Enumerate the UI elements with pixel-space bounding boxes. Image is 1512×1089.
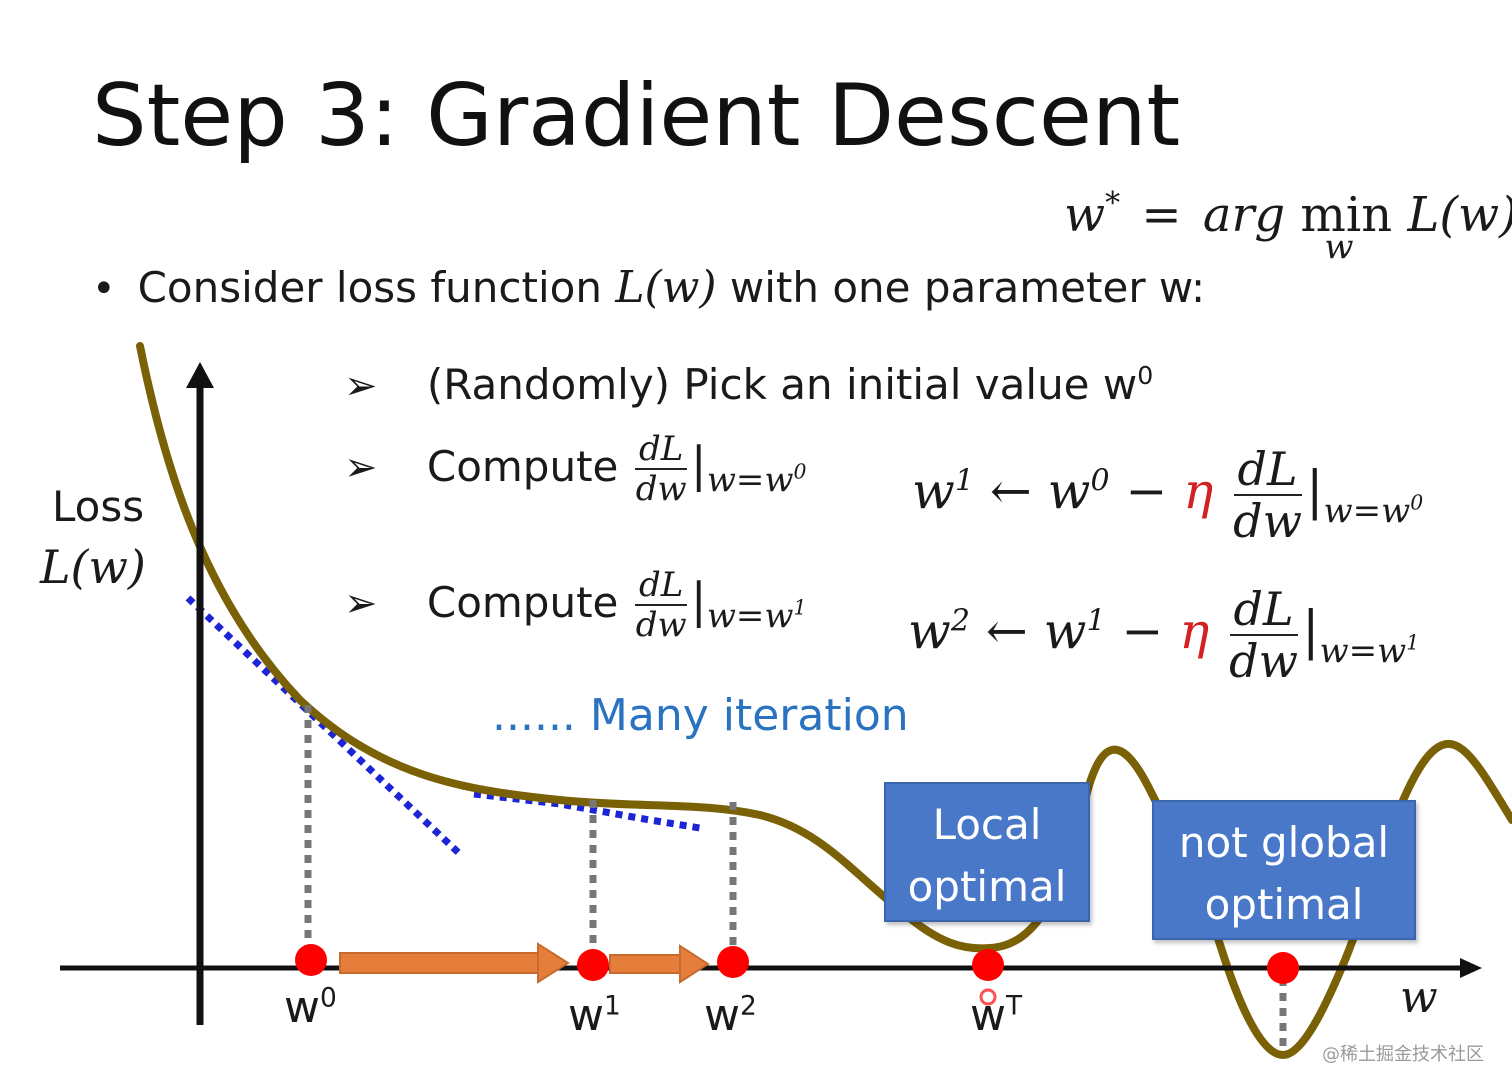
step-2: ➢ Compute dL dw |w=w0: [344, 429, 807, 509]
local-optimal-box: Local optimal: [884, 782, 1090, 922]
label-wT: wT: [970, 990, 1023, 1041]
bullet-dot: •: [92, 266, 116, 312]
point-global-min: [1267, 952, 1299, 984]
objective-min-sub: w: [1324, 227, 1354, 267]
bullet-text-after: with one parameter w:: [729, 263, 1206, 312]
watermark: @稀土掘金技术社区: [1322, 1044, 1484, 1065]
objective-arg: arg: [1202, 187, 1286, 243]
update-equation-1: w1 ← w0 − η dL dw |w=w0: [912, 442, 1424, 548]
step-marker-icon: ➢: [344, 444, 378, 491]
objective-func: L(w): [1407, 187, 1512, 243]
tangent-line-w0: [185, 595, 465, 859]
y-axis-arrowhead: [186, 362, 214, 388]
objective-lhs: w: [1064, 187, 1106, 243]
many-iteration-text: ...... Many iteration: [492, 690, 909, 741]
step-3-derivative: dL dw: [635, 565, 688, 645]
step-arrow-2: [609, 944, 710, 984]
local-optimal-line2: optimal: [907, 862, 1067, 911]
eta-symbol: η: [1183, 462, 1214, 520]
objective-eq: =: [1141, 187, 1182, 243]
objective-min: min: [1300, 187, 1393, 243]
slide-title: Step 3: Gradient Descent: [92, 66, 1181, 166]
step-marker-icon: ➢: [344, 363, 378, 409]
not-global-optimal-line1: not global: [1178, 818, 1390, 867]
y-axis-label-func: L(w): [40, 540, 146, 594]
x-axis-label: w: [1400, 972, 1438, 1023]
step-3: ➢ Compute dL dw |w=w1: [344, 565, 807, 645]
local-optimal-line1: Local: [932, 800, 1042, 849]
bullet-line: • Consider loss function L(w) with one pa…: [92, 262, 1205, 313]
x-axis-arrowhead: [1460, 958, 1482, 978]
point-w2: [717, 946, 749, 978]
point-wT: [972, 949, 1004, 981]
step-3-label: Compute: [426, 577, 619, 627]
step-1-sup: 0: [1137, 361, 1154, 390]
step-2-label: Compute: [426, 441, 619, 491]
label-w0: w0: [284, 982, 337, 1033]
point-w1: [577, 949, 609, 981]
objective-lhs-sup: *: [1105, 186, 1121, 221]
update-equation-2: w2 ← w1 − η dL dw |w=w1: [908, 582, 1420, 688]
eta-symbol: η: [1179, 602, 1210, 660]
point-w0: [295, 944, 327, 976]
step-2-derivative: dL dw: [635, 429, 688, 509]
not-global-optimal-line2: optimal: [1204, 880, 1364, 929]
label-w2: w2: [704, 990, 757, 1041]
step-marker-icon: ➢: [344, 580, 378, 627]
cursor-marker-icon: [979, 988, 997, 1006]
y-axis-label: Loss: [52, 482, 145, 531]
objective-formula: w* = arg min w L(w): [1064, 186, 1512, 267]
bullet-text-before: Consider loss function: [137, 263, 602, 312]
step-2-eval: w=w0: [706, 459, 807, 500]
bullet-func: L(w): [615, 262, 717, 313]
step-1-text: (Randomly) Pick an initial value w: [426, 360, 1138, 409]
label-w1: w1: [568, 990, 621, 1041]
step-1: ➢ (Randomly) Pick an initial value w0: [344, 360, 1153, 409]
not-global-optimal-box: not global optimal: [1152, 800, 1416, 940]
step-3-eval: w=w1: [706, 595, 807, 636]
step-arrow-1: [339, 942, 570, 984]
